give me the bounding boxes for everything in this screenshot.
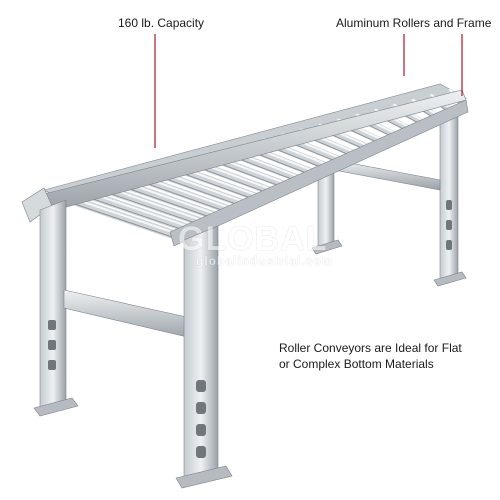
ideal-caption: Roller Conveyors are Ideal for Flat or C… bbox=[279, 340, 462, 372]
front-side-rail-lip bbox=[169, 99, 469, 247]
roller-shadow bbox=[78, 193, 192, 234]
front-right-leg bbox=[175, 225, 233, 489]
watermark-site: globalindustrial.com bbox=[196, 254, 334, 268]
roller-shadow bbox=[115, 183, 220, 221]
watermark-brand: GLOBAL bbox=[178, 220, 328, 258]
ideal-caption-line-1: Roller Conveyors are Ideal for Flat bbox=[279, 341, 462, 355]
ideal-caption-line-2: or Complex Bottom Materials bbox=[279, 357, 434, 371]
rollers-frame-caption: Aluminum Rollers and Frame bbox=[336, 16, 492, 30]
capacity-caption: 160 lb. Capacity bbox=[118, 16, 205, 30]
back-left-leg bbox=[311, 165, 343, 255]
back-right-leg bbox=[433, 103, 467, 287]
front-cross-brace bbox=[63, 289, 201, 341]
front-left-leg bbox=[33, 199, 79, 417]
roller-shadow bbox=[134, 178, 233, 215]
roller-shadow bbox=[59, 198, 179, 240]
roller-shadow bbox=[96, 188, 206, 227]
